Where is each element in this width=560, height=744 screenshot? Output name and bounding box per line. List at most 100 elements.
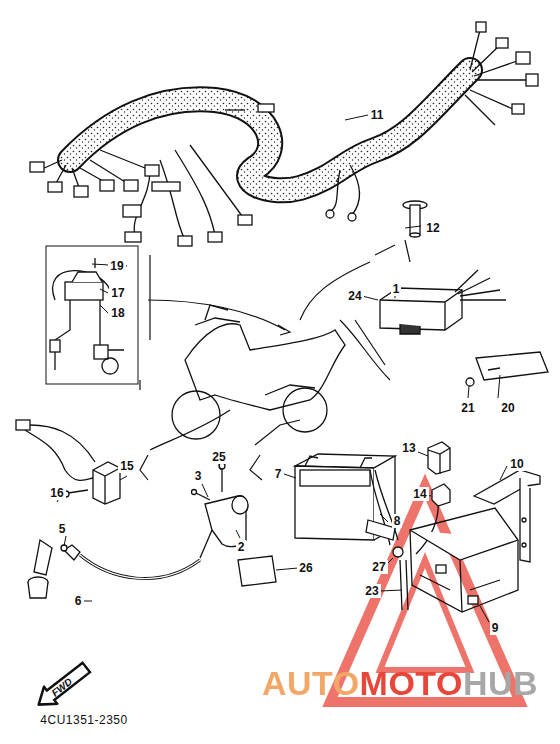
drawing-stroke <box>466 352 548 386</box>
drawing-stroke <box>30 162 44 172</box>
drawing-stroke <box>80 555 200 579</box>
drawing-stroke <box>522 543 526 547</box>
drawing-stroke <box>428 442 450 474</box>
callout-number: 27 <box>370 560 387 574</box>
drawing-stroke <box>94 258 95 268</box>
drawing-stroke <box>283 388 327 432</box>
callout-number: 19 <box>108 259 125 273</box>
callout-number: 8 <box>392 514 403 528</box>
drawing-stroke <box>420 575 500 590</box>
drawing-stroke <box>150 410 230 450</box>
drawing-stroke <box>410 530 518 612</box>
drawing-stroke <box>74 186 88 197</box>
drawing-stroke <box>185 324 345 410</box>
drawing-stroke <box>295 466 374 540</box>
callout-number: 21 <box>459 401 476 415</box>
drawing-stroke <box>25 430 93 480</box>
drawing-stroke <box>70 70 470 190</box>
drawing-stroke <box>295 454 395 540</box>
callout-number: 7 <box>273 467 284 481</box>
callout-number: 14 <box>411 487 428 501</box>
drawing-stroke <box>80 555 200 579</box>
drawing-stroke <box>100 289 108 293</box>
drawing-stroke <box>300 262 370 320</box>
callout-number: 13 <box>400 441 417 455</box>
direction-arrow: FWD <box>30 657 94 715</box>
watermark: AUTOMOTOHUB <box>262 666 538 700</box>
callout-number: 2 <box>236 540 247 554</box>
drawing-stroke <box>305 456 372 468</box>
drawing-stroke <box>476 22 486 32</box>
callout-number: 12 <box>424 221 441 235</box>
drawing-stroke <box>498 375 500 398</box>
drawing-stroke <box>140 240 410 480</box>
callout-number: 5 <box>57 522 68 536</box>
drawing-stroke <box>278 325 290 335</box>
drawing-stroke <box>70 70 470 190</box>
drawing-stroke <box>466 378 474 386</box>
callout-number: 26 <box>297 561 314 575</box>
callout-number: 1 <box>391 282 402 296</box>
drawing-stroke <box>64 536 66 546</box>
drawing-stroke <box>255 420 300 445</box>
drawing-stroke <box>428 442 450 506</box>
callout-number: 25 <box>210 450 227 464</box>
drawing-stroke <box>410 233 420 237</box>
drawing-stroke <box>284 474 296 478</box>
drawing-stroke <box>34 540 52 575</box>
drawing-stroke <box>100 180 114 191</box>
drawing-stroke <box>195 305 240 325</box>
drawing-stroke <box>152 182 180 191</box>
drawing-stroke <box>465 30 530 125</box>
drawing-stroke <box>94 345 108 359</box>
drawing-stroke <box>65 282 103 300</box>
drawing-stroke <box>46 246 138 384</box>
drawing-stroke <box>84 601 92 602</box>
drawing-stroke <box>236 530 240 538</box>
drawing-stroke <box>400 560 408 610</box>
drawing-stroke <box>380 270 506 334</box>
drawing-stroke <box>476 352 548 380</box>
drawing-stroke <box>393 547 403 557</box>
drawing-stroke <box>192 463 249 558</box>
drawing-stroke <box>500 466 507 480</box>
arrow-shape <box>32 659 93 713</box>
drawing-stroke <box>405 226 421 228</box>
callout-number: 11 <box>369 108 386 122</box>
drawing-stroke <box>102 350 124 374</box>
drawing-stroke <box>526 74 538 86</box>
drawing-stroke <box>219 465 221 470</box>
drawing-stroke <box>55 300 100 370</box>
drawing-stroke <box>512 104 524 114</box>
drawing-stroke <box>30 425 95 462</box>
drawing-stroke <box>348 213 356 221</box>
drawing-stroke <box>400 324 420 334</box>
drawing-stroke <box>140 255 150 390</box>
drawing-stroke <box>93 462 120 504</box>
callout-number: 10 <box>508 457 525 471</box>
drawing-stroke <box>455 270 506 300</box>
drawing-stroke <box>436 565 446 573</box>
drawing-stroke <box>380 560 470 670</box>
drawing-stroke <box>468 386 469 398</box>
drawing-stroke <box>208 232 222 242</box>
callout-number: 6 <box>73 594 84 608</box>
callout-number: 18 <box>109 306 126 320</box>
drawing-stroke <box>238 215 252 225</box>
drawing-stroke <box>145 165 159 176</box>
diagram-code: 4CU1351-2350 <box>38 713 129 727</box>
drawing-stroke <box>326 210 334 218</box>
drawing-stroke <box>432 484 450 506</box>
drawing-stroke <box>410 205 420 235</box>
drawing-stroke <box>380 290 462 330</box>
drawing-stroke <box>522 518 526 522</box>
callout-number: 24 <box>346 289 363 303</box>
callout-number: 17 <box>109 286 126 300</box>
drawing-stroke <box>28 582 48 598</box>
drawing-stroke <box>516 52 530 64</box>
drawing-stroke <box>380 590 402 591</box>
drawing-stroke <box>276 568 298 570</box>
drawing-stroke <box>57 115 507 622</box>
drawing-stroke <box>50 340 60 352</box>
